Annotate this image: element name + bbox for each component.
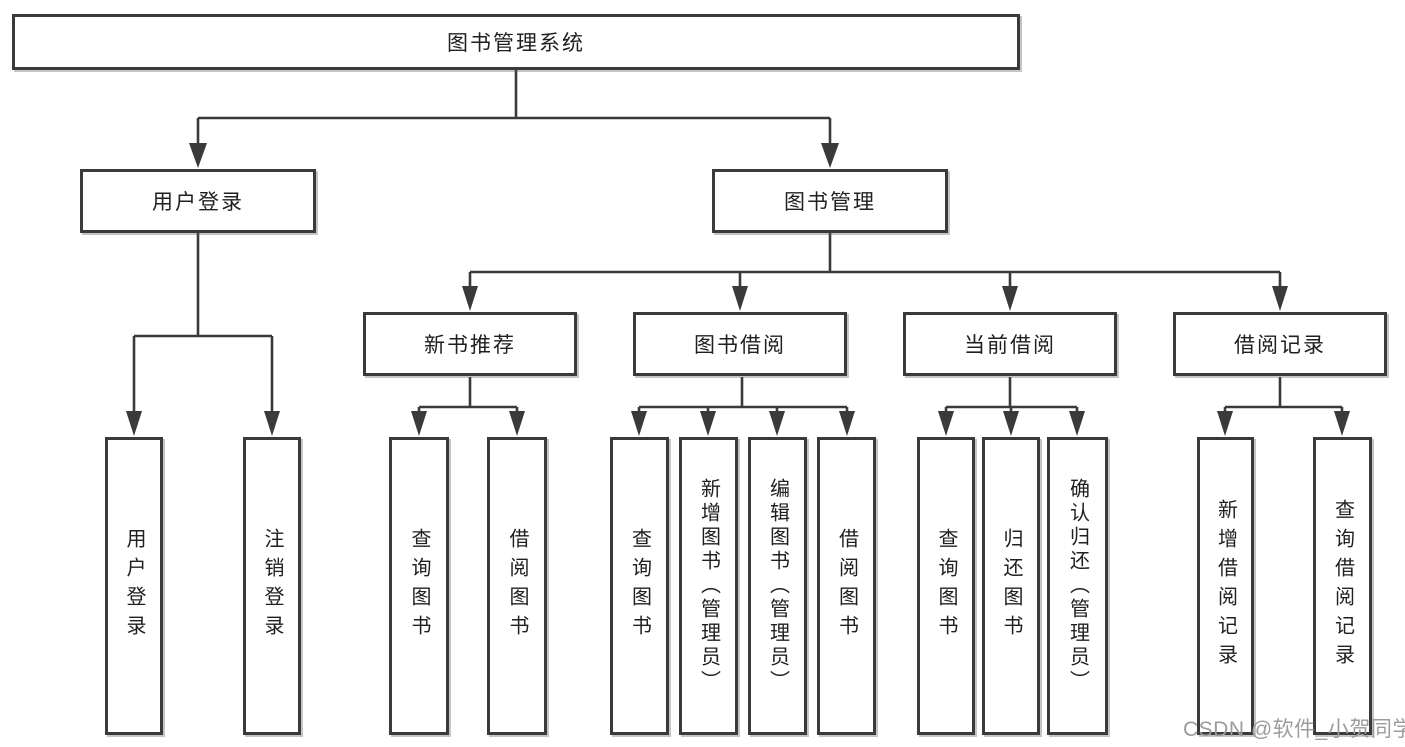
leaf-label: 查询借阅记录	[1331, 499, 1354, 673]
leaf-query-books-borrow: 查询图书	[610, 437, 669, 735]
leaf-add-books-admin: 新增图书（管理员）	[679, 437, 738, 735]
leaf-label: 注销登录	[261, 528, 283, 644]
leaf-label: 借阅图书	[506, 528, 528, 644]
leaf-edit-books-admin: 编辑图书（管理员）	[748, 437, 807, 735]
leaf-label: 确认归还（管理员）	[1066, 478, 1089, 694]
leaf-logout: 注销登录	[243, 437, 301, 735]
node-new-book-recommend: 新书推荐	[363, 312, 577, 376]
node-label: 新书推荐	[424, 334, 516, 357]
leaf-borrow-books: 借阅图书	[817, 437, 876, 735]
leaf-label: 查询图书	[628, 528, 651, 644]
leaf-borrow-books-recommend: 借阅图书	[487, 437, 547, 735]
leaf-query-books-recommend: 查询图书	[389, 437, 449, 735]
node-label: 图书管理	[784, 191, 876, 214]
leaf-label: 用户登录	[123, 528, 145, 644]
node-book-borrow: 图书借阅	[633, 312, 847, 376]
leaf-label: 编辑图书（管理员）	[766, 478, 789, 694]
leaf-confirm-return-admin: 确认归还（管理员）	[1047, 437, 1108, 735]
leaf-return-books: 归还图书	[982, 437, 1040, 735]
arrowheads	[126, 143, 1350, 436]
leaf-label: 新增图书（管理员）	[697, 478, 720, 694]
leaf-user-login: 用户登录	[105, 437, 163, 735]
leaf-label: 查询图书	[935, 528, 957, 644]
node-system-root: 图书管理系统	[12, 14, 1020, 70]
leaf-label: 查询图书	[408, 528, 430, 644]
node-user-login: 用户登录	[80, 169, 316, 233]
node-borrow-records: 借阅记录	[1173, 312, 1387, 376]
leaf-query-books-current: 查询图书	[917, 437, 975, 735]
leaf-label: 归还图书	[1000, 528, 1022, 644]
node-book-management: 图书管理	[712, 169, 948, 233]
leaf-label: 借阅图书	[835, 528, 858, 644]
node-label: 用户登录	[152, 191, 244, 214]
node-label: 图书管理系统	[447, 32, 585, 55]
leaf-query-borrow-record: 查询借阅记录	[1313, 437, 1372, 735]
node-current-borrow: 当前借阅	[903, 312, 1117, 376]
node-label: 借阅记录	[1234, 334, 1326, 357]
leaf-label: 新增借阅记录	[1214, 499, 1237, 673]
watermark: CSDN @软件_小贺同学	[1183, 718, 1405, 741]
node-label: 图书借阅	[694, 334, 786, 357]
leaf-add-borrow-record: 新增借阅记录	[1197, 437, 1254, 735]
node-label: 当前借阅	[964, 334, 1056, 357]
